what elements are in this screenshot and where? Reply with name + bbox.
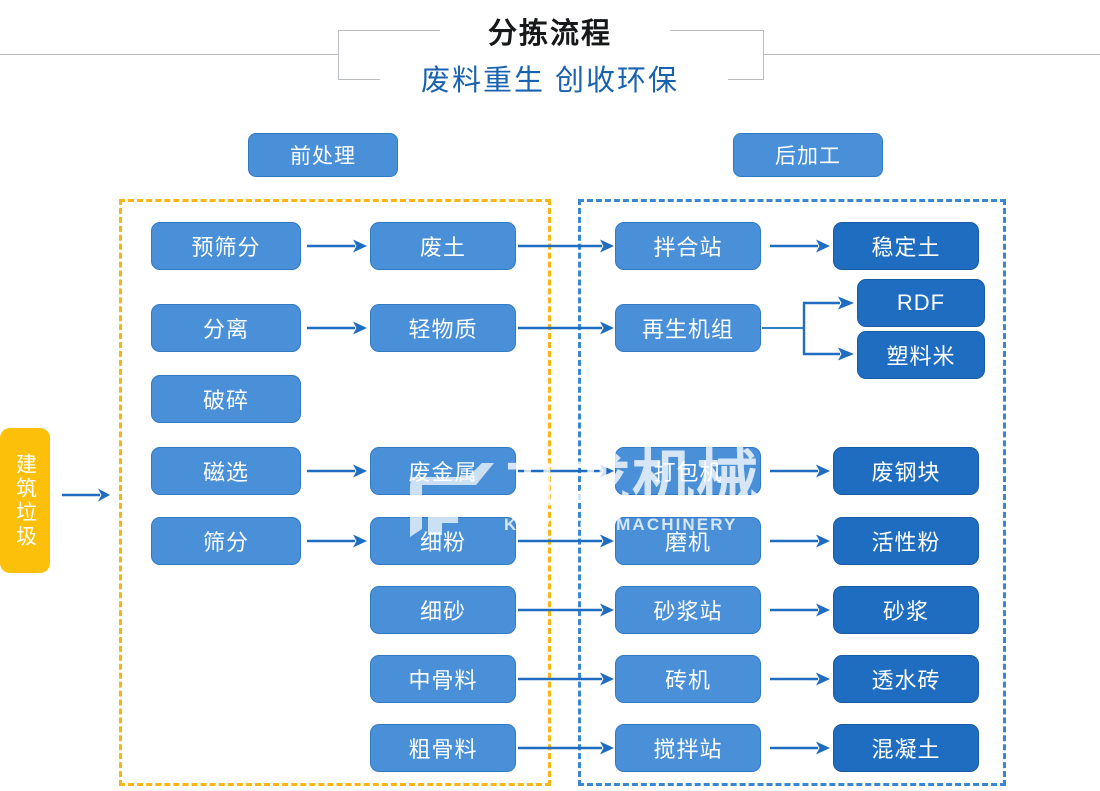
arrow-finepowder-to-mill — [518, 528, 616, 554]
node-magnetic-separation[interactable]: 磁选 — [151, 447, 301, 495]
arrow-source-to-pretreatment — [60, 482, 112, 508]
node-mortar-station[interactable]: 砂浆站 — [615, 586, 761, 634]
group-container-pretreatment — [119, 199, 551, 786]
arrow-lightmaterial-to-recyclingunit — [518, 315, 616, 341]
node-permeable-brick[interactable]: 透水砖 — [833, 655, 979, 703]
node-pre-screening[interactable]: 预筛分 — [151, 222, 301, 270]
arrow-baler-to-scrapsteel — [770, 458, 832, 484]
arrow-finesand-to-mortarstation — [518, 597, 616, 623]
arrow-mortarstation-to-mortar — [770, 597, 832, 623]
arrow-prescreening-to-wastesoil — [307, 233, 369, 259]
node-separation[interactable]: 分离 — [151, 304, 301, 352]
arrow-magnetic-to-scrapmetal — [307, 458, 369, 484]
section-badge-postprocessing[interactable]: 后加工 — [733, 133, 883, 177]
page-title: 分拣流程 — [487, 18, 612, 50]
title-rule-left — [0, 54, 338, 55]
arrow-screening-to-finepowder — [307, 528, 369, 554]
node-recycling-unit[interactable]: 再生机组 — [615, 304, 761, 352]
node-scrap-metal[interactable]: 废金属 — [370, 447, 516, 495]
node-active-powder[interactable]: 活性粉 — [833, 517, 979, 565]
node-fine-powder[interactable]: 细粉 — [370, 517, 516, 565]
group-container-postprocessing — [578, 199, 1006, 786]
node-grinding-mill[interactable]: 磨机 — [615, 517, 761, 565]
node-fine-sand[interactable]: 细砂 — [370, 586, 516, 634]
arrow-scrapmetal-to-baler — [518, 458, 616, 484]
node-plastic-pellets[interactable]: 塑料米 — [857, 331, 985, 379]
arrow-wastesoil-to-mixingstation — [518, 233, 616, 259]
node-mixing-station[interactable]: 拌合站 — [615, 222, 761, 270]
title-rule-right — [764, 54, 1100, 55]
node-light-material[interactable]: 轻物质 — [370, 304, 516, 352]
node-stabilized-soil[interactable]: 稳定土 — [833, 222, 979, 270]
title-main-backdrop — [440, 16, 670, 54]
node-mortar[interactable]: 砂浆 — [833, 586, 979, 634]
arrow-mediumaggregate-to-brickmachine — [518, 666, 616, 692]
arrow-brickmachine-to-permeablebrick — [770, 666, 832, 692]
node-baler[interactable]: 打包机 — [615, 447, 761, 495]
node-crushing[interactable]: 破碎 — [151, 375, 301, 423]
source-node-construction-waste[interactable]: 建筑垃圾 — [0, 428, 50, 573]
node-concrete-batching-station[interactable]: 搅拌站 — [615, 724, 761, 772]
arrow-separation-to-lightmaterial — [307, 315, 369, 341]
node-concrete[interactable]: 混凝土 — [833, 724, 979, 772]
node-scrap-steel-block[interactable]: 废钢块 — [833, 447, 979, 495]
branch-connector-recyclingunit — [762, 288, 860, 364]
page-subtitle: 废料重生 创收环保 — [420, 65, 680, 97]
title-sub-backdrop — [380, 62, 728, 102]
node-medium-aggregate[interactable]: 中骨料 — [370, 655, 516, 703]
node-screening[interactable]: 筛分 — [151, 517, 301, 565]
node-coarse-aggregate[interactable]: 粗骨料 — [370, 724, 516, 772]
arrow-mill-to-activepowder — [770, 528, 832, 554]
arrow-batchingstation-to-concrete — [770, 735, 832, 761]
node-waste-soil[interactable]: 废土 — [370, 222, 516, 270]
arrow-coarseaggregate-to-batchingstation — [518, 735, 616, 761]
section-badge-pretreatment[interactable]: 前处理 — [248, 133, 398, 177]
arrow-mixingstation-to-stabilizedsoil — [770, 233, 832, 259]
node-brick-machine[interactable]: 砖机 — [615, 655, 761, 703]
node-rdf[interactable]: RDF — [857, 279, 985, 327]
